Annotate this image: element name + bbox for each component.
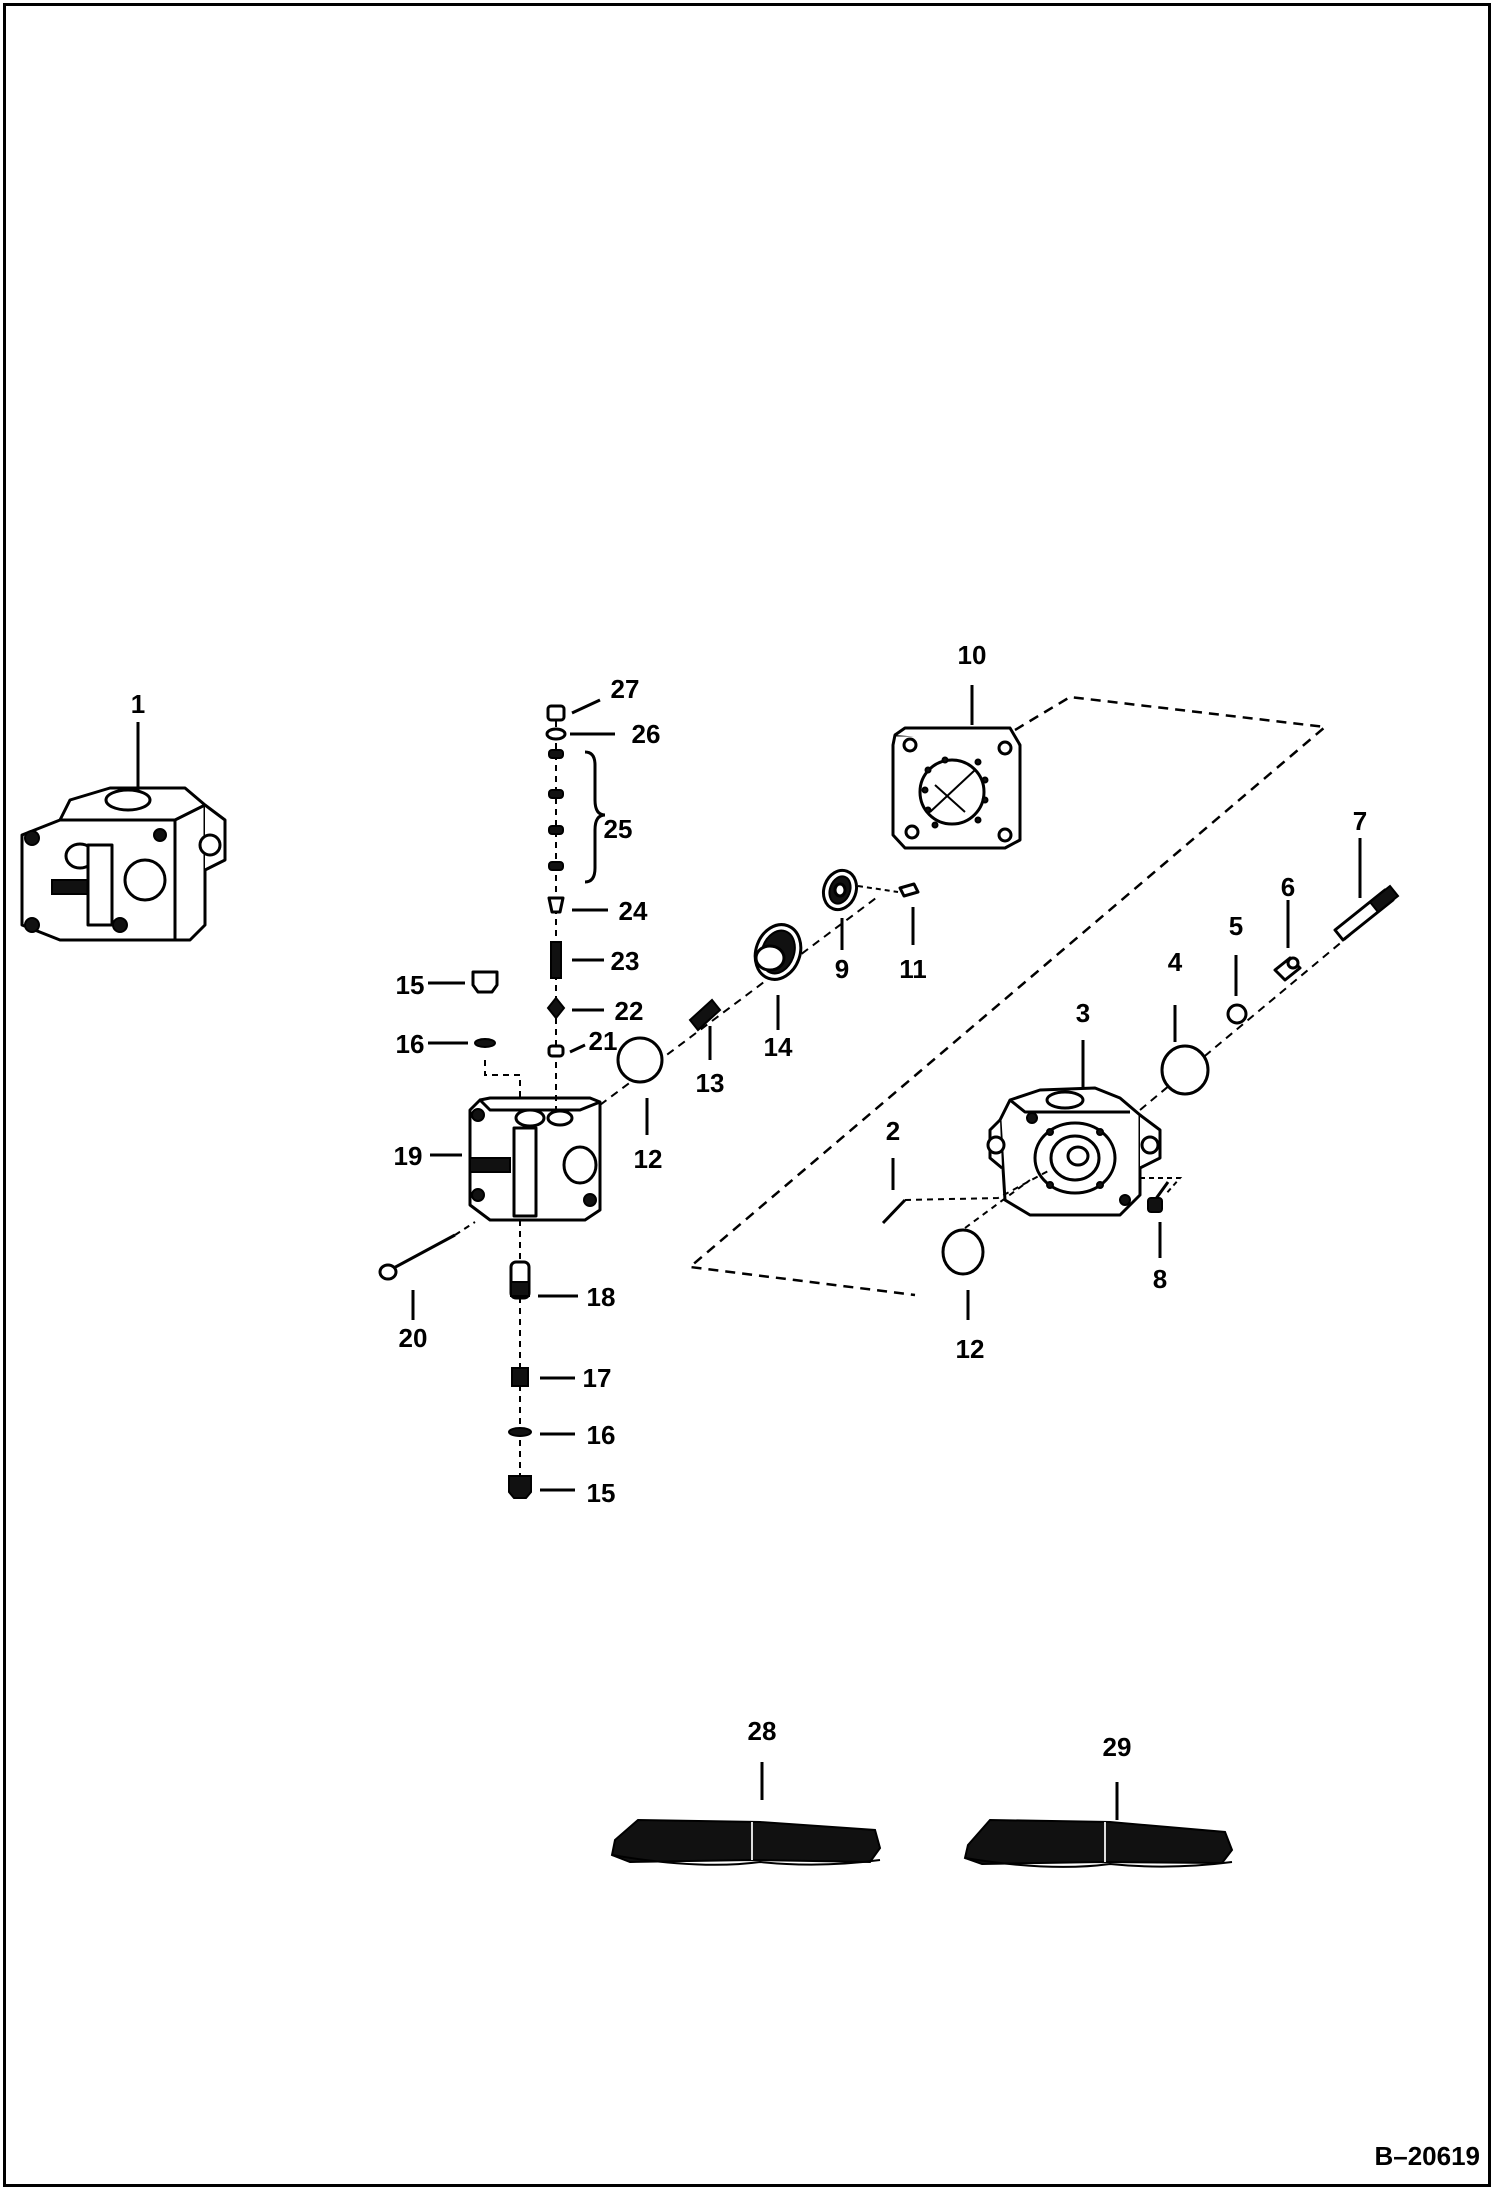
part-26-seal (545, 727, 567, 741)
callout-3: 3 (1076, 998, 1090, 1028)
part-4-oring (1160, 1044, 1210, 1096)
part-16-seal-lower (508, 1427, 532, 1437)
dashed-path-15-upper (484, 1060, 521, 1100)
dashed-path-2 (904, 1169, 1051, 1201)
callout-27: 27 (611, 674, 640, 704)
callout-23: 23 (611, 946, 640, 976)
part-3-pump-body (986, 1086, 1162, 1217)
callout-13: 13 (696, 1068, 725, 1098)
part-25-shim-set (548, 749, 564, 871)
part-22-ball (546, 996, 566, 1020)
callout-19: 19 (394, 1141, 423, 1171)
callout-16-lower: 16 (587, 1420, 616, 1450)
part-12-oring-left (616, 1036, 664, 1084)
part-2-key (881, 1198, 907, 1225)
callout-20: 20 (399, 1323, 428, 1353)
part-15-plug-upper (471, 970, 499, 994)
part-21-seat (547, 1044, 565, 1058)
diagram-code: B–20619 (1374, 2141, 1480, 2171)
callout-14: 14 (764, 1032, 793, 1062)
part-9-bearing (821, 868, 859, 912)
part-18-spool (509, 1260, 531, 1300)
leader-27 (571, 698, 601, 715)
dashed-path-12-right (964, 1179, 1031, 1229)
part-10-wear-plate (891, 726, 1022, 850)
callout-25: 25 (604, 814, 633, 844)
part-29-gasket-sheet (963, 1818, 1234, 1868)
part-17-spring (511, 1367, 529, 1387)
part-11-key (898, 882, 920, 898)
callout-16-upper: 16 (396, 1029, 425, 1059)
diagram-border (3, 3, 1491, 2187)
callout-4: 4 (1168, 947, 1183, 977)
callout-12-left: 12 (634, 1144, 663, 1174)
part-23-spring (550, 941, 562, 979)
centerline-right (1139, 909, 1381, 1111)
callout-5: 5 (1229, 911, 1243, 941)
part-8-screw (1147, 1181, 1170, 1213)
callout-1: 1 (131, 689, 145, 719)
part-7-drive-shaft (1333, 884, 1400, 942)
callout-26: 26 (632, 719, 661, 749)
part-1-pump-assembly (20, 786, 227, 942)
part-6-bushing (1273, 956, 1302, 982)
callout-10: 10 (958, 640, 987, 670)
callout-15-upper: 15 (396, 970, 425, 1000)
part-19-valve-housing (468, 1096, 602, 1222)
callout-17: 17 (583, 1363, 612, 1393)
part-12-oring-right (941, 1228, 985, 1276)
leader-21 (569, 1043, 586, 1054)
part-14-gear (753, 923, 803, 981)
callout-6: 6 (1281, 872, 1295, 902)
part-27-plug (546, 704, 566, 722)
part-15-plug-lower (508, 1475, 532, 1499)
callout-18: 18 (587, 1282, 616, 1312)
callout-7: 7 (1353, 806, 1367, 836)
part-13-spring (688, 998, 722, 1032)
callout-21: 21 (589, 1026, 618, 1056)
brace-25 (584, 750, 606, 884)
callout-8: 8 (1153, 1264, 1167, 1294)
callout-29: 29 (1103, 1732, 1132, 1762)
callout-28: 28 (748, 1716, 777, 1746)
dashed-path-8 (1140, 1177, 1183, 1196)
callout-15-lower: 15 (587, 1478, 616, 1508)
callout-24: 24 (619, 896, 648, 926)
callout-22: 22 (615, 996, 644, 1026)
part-16-seal-upper (474, 1038, 496, 1048)
dashed-assembly-outline (687, 695, 1328, 1297)
part-5-seal (1226, 1003, 1248, 1025)
part-24-poppet (547, 896, 565, 914)
callout-12-right: 12 (956, 1334, 985, 1364)
part-20-bolt (378, 1221, 476, 1281)
dashed-path-11 (857, 885, 899, 893)
part-28-gasket-sheet (610, 1818, 882, 1866)
callout-9: 9 (835, 954, 849, 984)
callout-11: 11 (899, 954, 927, 984)
callout-2: 2 (886, 1116, 900, 1146)
